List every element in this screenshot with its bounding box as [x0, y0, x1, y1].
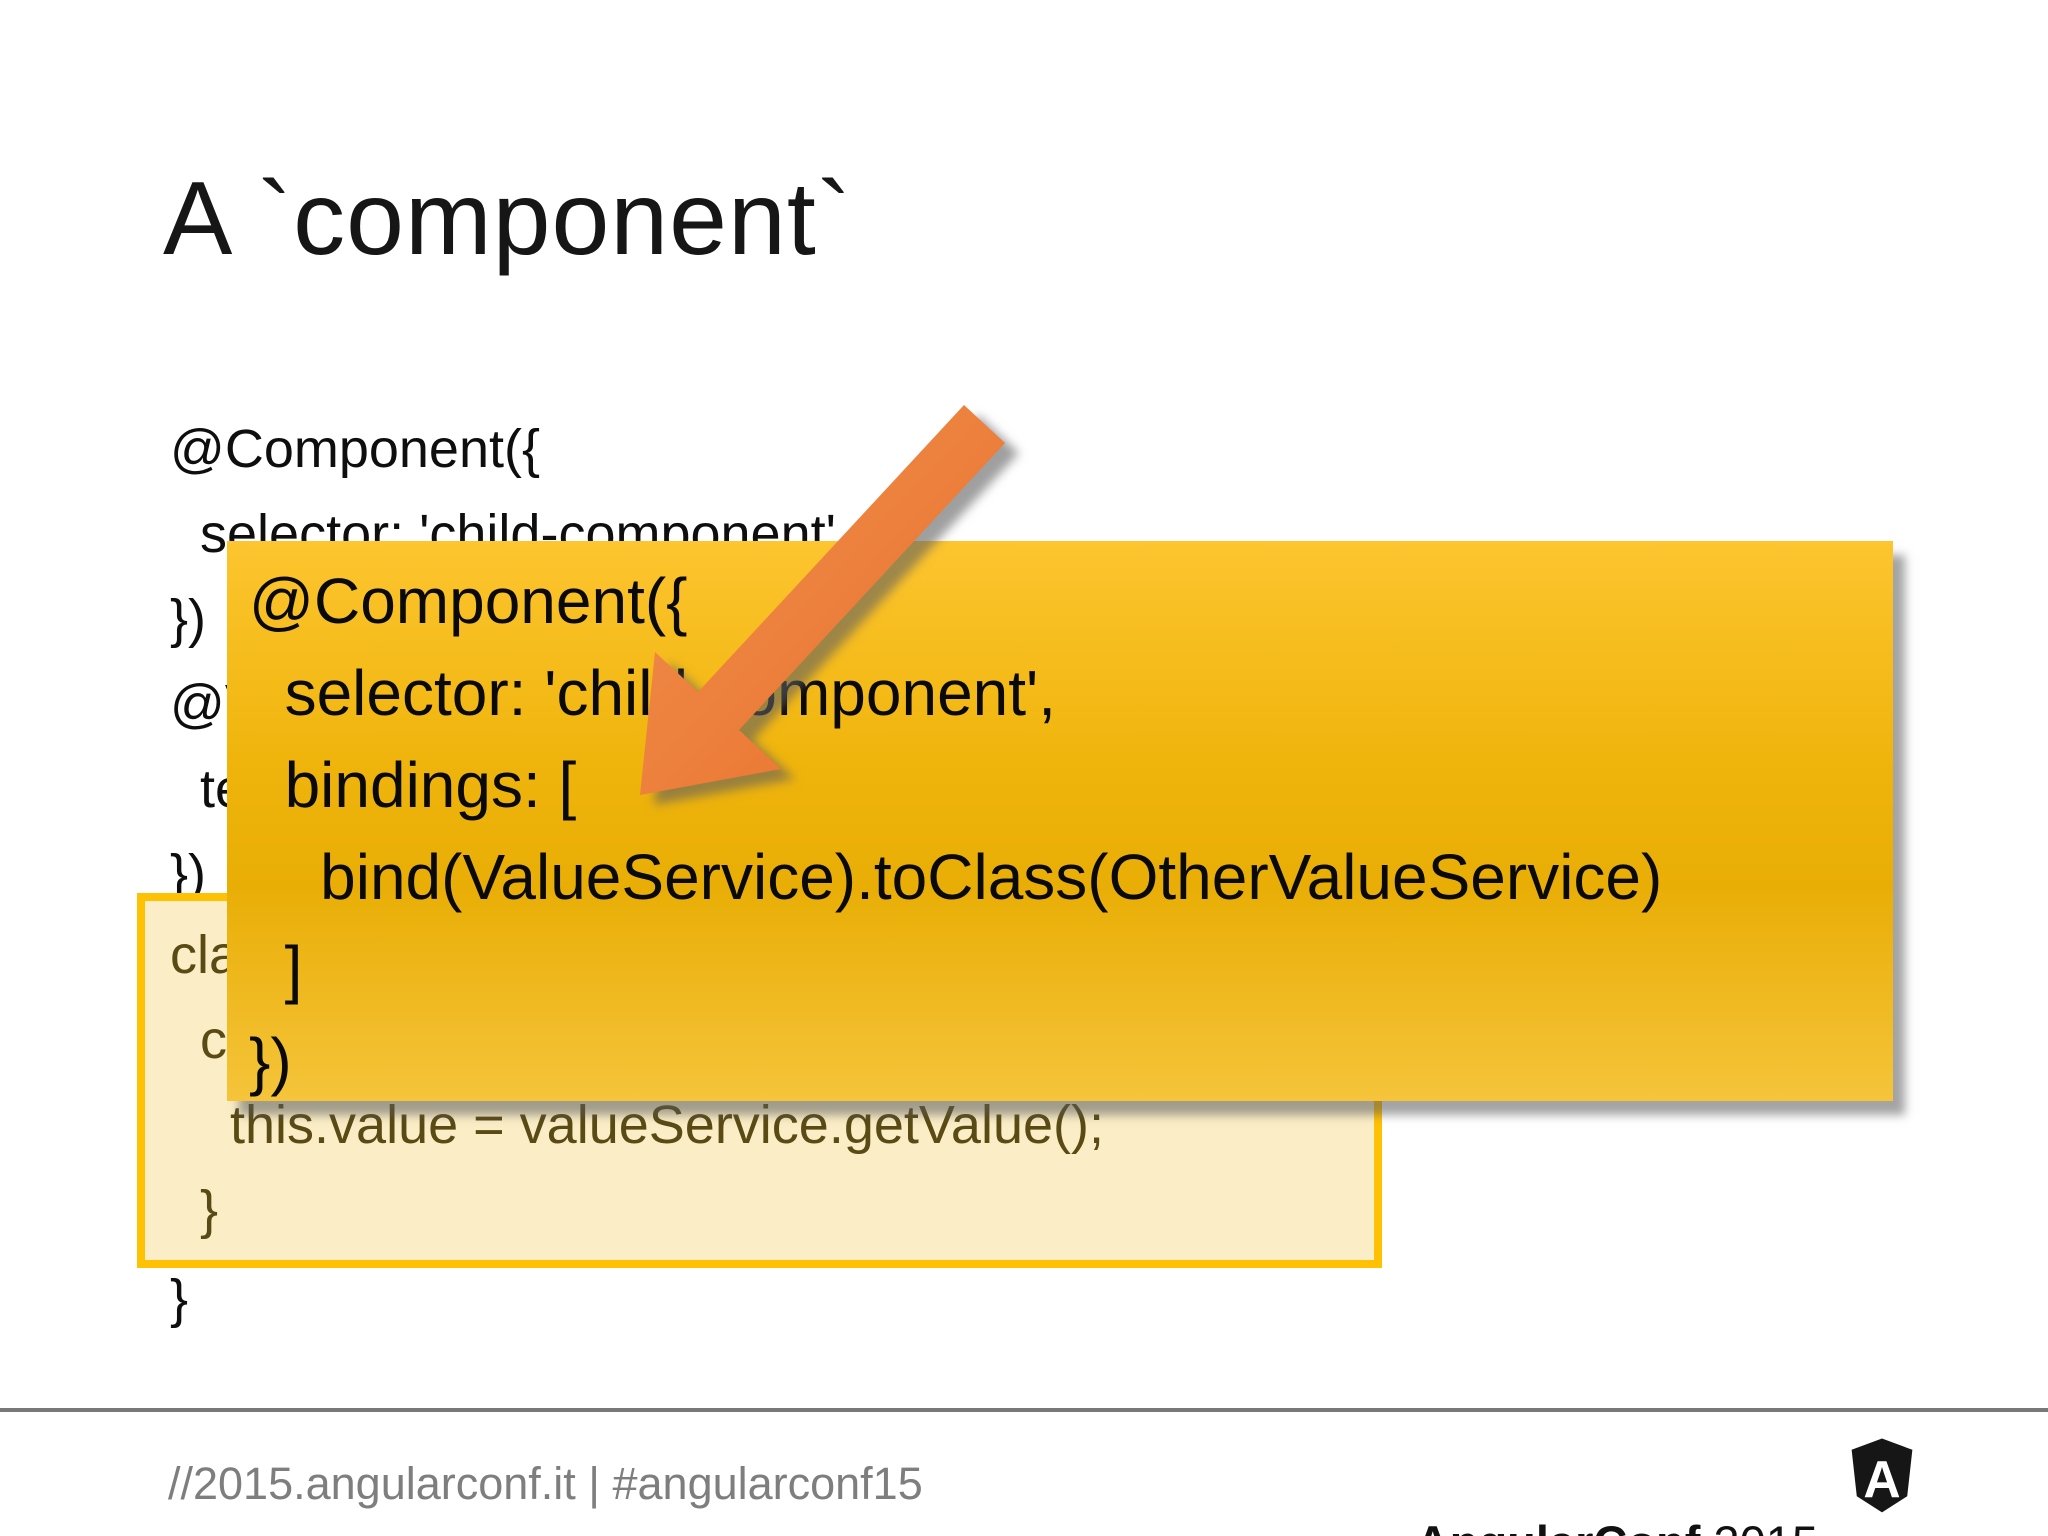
- gold-code-line: bindings: [: [249, 749, 577, 821]
- logo-letter: A: [1863, 1450, 1900, 1508]
- angular-shield-logo-icon: A: [1851, 1438, 1913, 1513]
- footer-brand-name: AngularConf: [1416, 1516, 1701, 1536]
- cream-code-line: this.value = valueService.getValue();: [170, 1095, 1104, 1155]
- gold-code-line: selector: 'child-component',: [249, 657, 1057, 729]
- footer-brand-year: 2015: [1700, 1516, 1818, 1536]
- bg-code-line: }: [170, 1269, 189, 1329]
- gold-code-line: @Component({: [249, 565, 688, 637]
- cream-code-line: }: [170, 1180, 219, 1240]
- footer-brand: AngularConf 2015: [1364, 1460, 1818, 1536]
- gold-code-box: @Component({ selector: 'child-component'…: [227, 541, 1893, 1101]
- gold-code-line: ]: [249, 933, 303, 1005]
- gold-code-line: }): [249, 1025, 292, 1097]
- footer-divider: [0, 1408, 2048, 1412]
- footer-conference-url: //2015.angularconf.it | #angularconf15: [168, 1458, 923, 1509]
- bg-code-line: }): [170, 589, 207, 649]
- bg-code-line: @Component({: [170, 419, 541, 479]
- gold-code-line: bind(ValueService).toClass(OtherValueSer…: [249, 841, 1663, 913]
- slide-title: A `component`: [163, 161, 853, 277]
